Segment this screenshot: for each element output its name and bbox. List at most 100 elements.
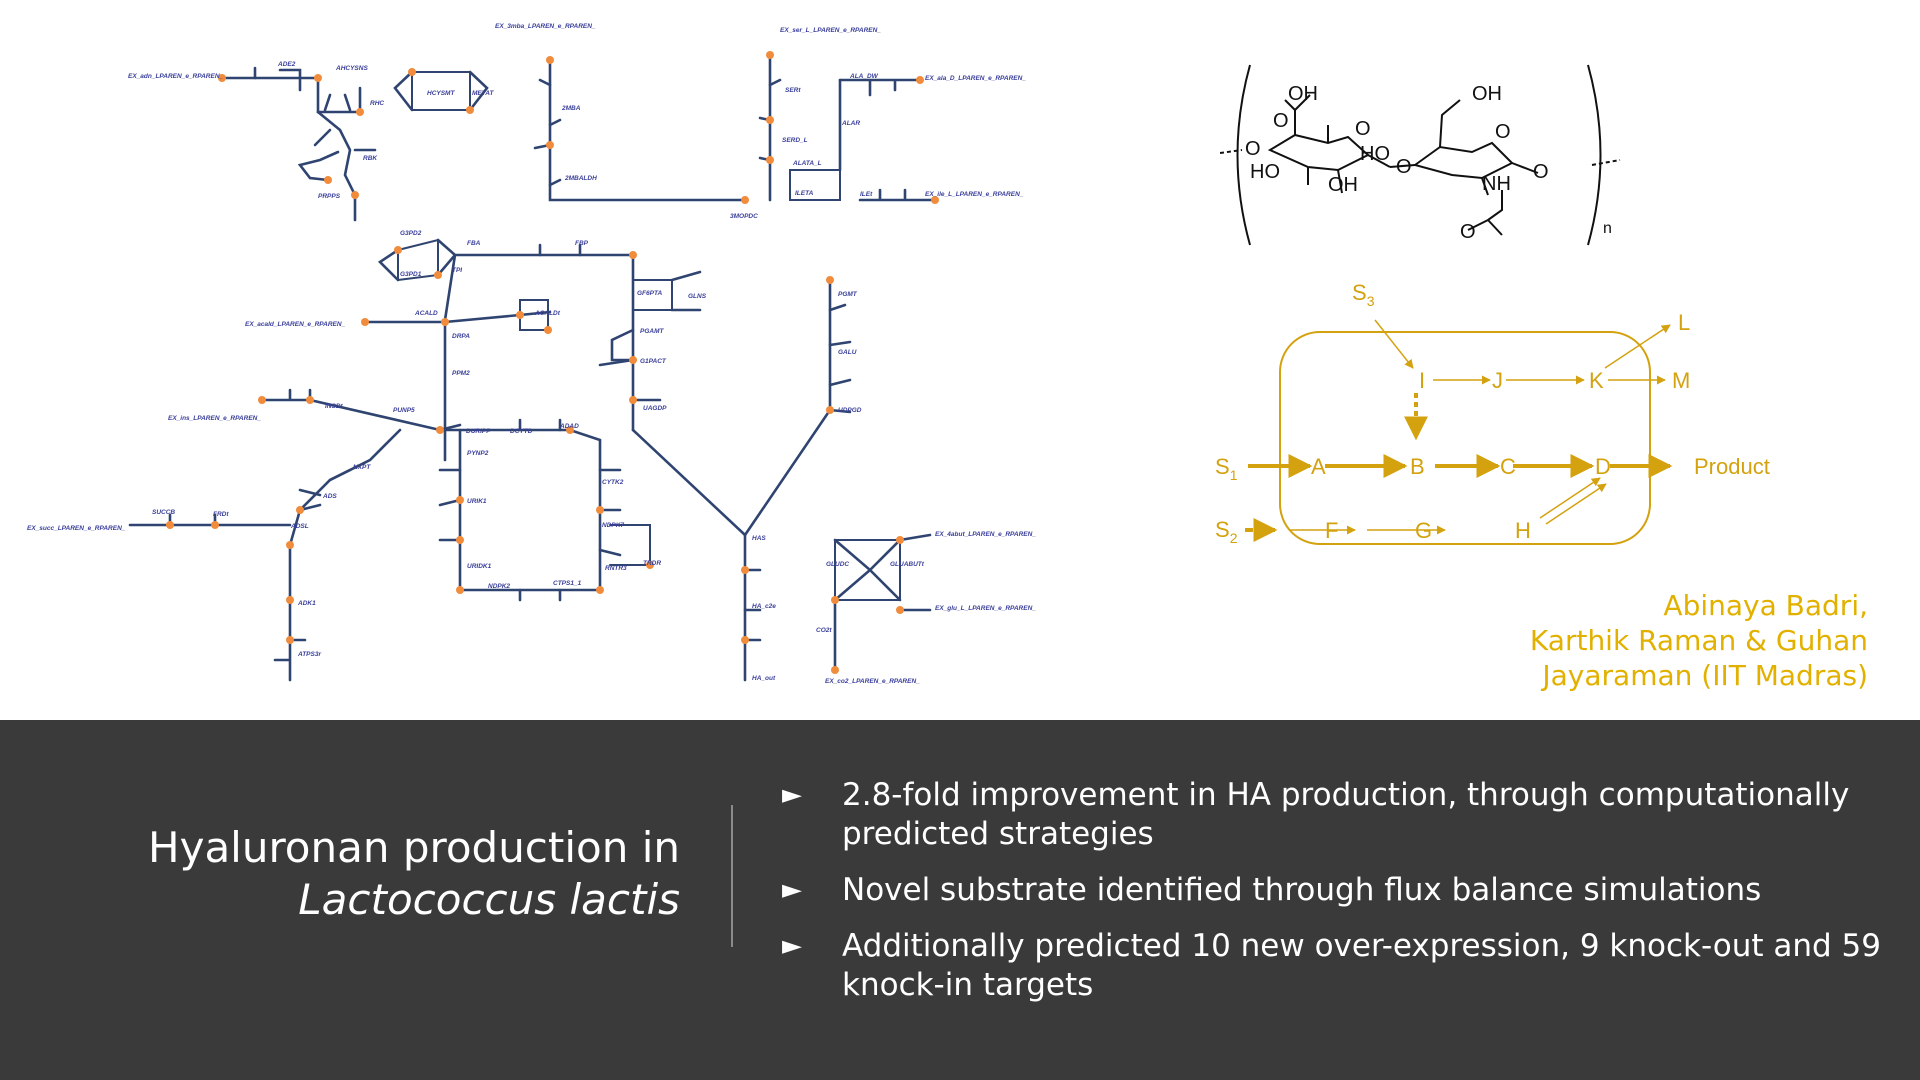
scheme-node-product: Product (1694, 454, 1770, 479)
label-cytk2: CYTK2 (602, 479, 624, 486)
label-ex-co2: EX_co2_LPAREN_e_RPAREN_ (825, 678, 920, 685)
authors-line-1: Abinaya Badri, (1663, 589, 1868, 622)
label-ppm2: PPM2 (452, 370, 470, 377)
label-alar: ALAR (841, 120, 860, 127)
label-ads: ADS (322, 493, 337, 500)
scheme-node-s1: S1 (1215, 454, 1238, 483)
authors-line-3: Jayaraman (IIT Madras) (1542, 659, 1868, 692)
scheme-node-b: B (1410, 454, 1425, 479)
atom-ho-2: HO (1360, 143, 1390, 165)
authors: Abinaya Badri, Karthik Raman & Guhan Jay… (1530, 588, 1868, 693)
label-atps3r: ATPS3r (297, 651, 321, 658)
figure-area: EX_adn_LPAREN_e_RPAREN_ ADE2 AHCYSNS RHC… (27, 23, 1868, 693)
label-succb: SUCCB (152, 509, 175, 516)
atom-o-3: O (1355, 118, 1371, 140)
scheme-node-d: D (1595, 454, 1611, 479)
scheme-node-s2: S2 (1215, 517, 1238, 546)
label-galu: GALU (838, 349, 857, 356)
label-urik1: URIK1 (467, 498, 487, 505)
label-pgmt: PGMT (838, 291, 858, 298)
label-gf6pta: GF6PTA (637, 290, 662, 297)
label-prpps: PRPPS (318, 193, 341, 200)
atom-nh: NH (1482, 173, 1511, 195)
label-ade2: ADE2 (277, 61, 296, 68)
slide-title: Hyaluronan production in Lactococcus lac… (80, 822, 680, 926)
label-acaldt: ACALDt (534, 310, 561, 317)
label-dcytd: DCYTD (510, 428, 533, 435)
label-ex-ile: EX_ile_L_LPAREN_e_RPAREN_ (925, 191, 1024, 198)
slide-title-line-1: Hyaluronan production in (148, 823, 680, 872)
label-punp5: PUNP5 (393, 407, 415, 414)
label-pynp2: PYNP2 (467, 450, 489, 457)
label-drpa: DRPA (452, 333, 470, 340)
label-trdr: TRDR (643, 560, 661, 567)
label-ctps1: CTPS1_1 (553, 580, 582, 587)
bullet-list: ► 2.8-fold improvement in HA production,… (782, 776, 1892, 1022)
caption-panel: Hyaluronan production in Lactococcus lac… (0, 720, 1920, 1080)
bullet-item: ► Additionally predicted 10 new over-exp… (782, 927, 1892, 1005)
label-ha-c2e: HA_c2e (752, 603, 776, 610)
label-acald: ACALD (414, 310, 438, 317)
metabolic-network-diagram: EX_adn_LPAREN_e_RPAREN_ ADE2 AHCYSNS RHC… (27, 23, 1036, 685)
label-adsl: ADSL (290, 523, 309, 530)
label-ileta: ILETA (795, 190, 814, 197)
label-ex-acald: EX_acald_LPAREN_e_RPAREN_ (245, 321, 346, 328)
label-rbk: RBK (363, 155, 378, 162)
atom-o-1: O (1273, 110, 1289, 132)
label-ha-out: HA_out (752, 675, 776, 682)
label-ex-succ: EX_succ_LPAREN_e_RPAREN_ (27, 525, 126, 532)
hyaluronan-structure: OH O O O HO OH HO O O OH O NH O n (1220, 64, 1621, 246)
bullet-text: 2.8-fold improvement in HA production, t… (842, 777, 1850, 852)
label-uridk1: URIDK1 (467, 563, 492, 570)
label-fbp: FBP (575, 240, 589, 247)
label-gluabutt: GLUABUTt (890, 561, 925, 568)
label-insdt: INSDt (325, 403, 344, 410)
label-hcysmt: HCYSMT (427, 90, 455, 97)
bullet-text: Novel substrate identified through flux … (842, 872, 1762, 908)
scheme-node-l: L (1678, 310, 1690, 335)
atom-o-4: O (1396, 156, 1412, 178)
divider (731, 805, 733, 947)
label-g1pact: G1PACT (640, 358, 667, 365)
label-ndpk2: NDPK2 (488, 583, 510, 590)
label-pgamt: PGAMT (640, 328, 665, 335)
bullet-item: ► 2.8-fold improvement in HA production,… (782, 776, 1892, 854)
label-gludc: GLUDC (826, 561, 849, 568)
label-ex-glu: EX_glu_L_LPAREN_e_RPAREN_ (935, 605, 1036, 612)
label-g3pd2: G3PD2 (400, 230, 422, 237)
scheme-node-g: G (1415, 518, 1432, 543)
label-adk1: ADK1 (297, 600, 316, 607)
label-adad: ADAD (559, 423, 579, 430)
label-has: HAS (752, 535, 766, 542)
label-rhc: RHC (370, 100, 384, 107)
label-tpi: TPI (452, 267, 462, 274)
bullet-item: ► Novel substrate identified through flu… (782, 871, 1892, 910)
scheme-node-s3: S3 (1352, 280, 1375, 309)
label-ex-adn: EX_adn_LPAREN_e_RPAREN_ (128, 73, 224, 80)
label-nxpt: NXPT (353, 464, 371, 471)
label-duripp: DURIPP (466, 428, 491, 435)
scheme-node-m: M (1672, 368, 1690, 393)
label-ex-4abut: EX_4abut_LPAREN_e_RPAREN_ (935, 531, 1036, 538)
atom-o-6: O (1533, 161, 1549, 183)
scheme-node-h: H (1515, 518, 1531, 543)
repeat-subscript: n (1603, 220, 1612, 237)
label-fba: FBA (467, 240, 481, 247)
scheme-node-j: J (1492, 368, 1503, 393)
label-alata: ALATA_L (792, 160, 822, 167)
atom-ho-1: HO (1250, 161, 1280, 183)
label-rntr3: RNTR3 (605, 565, 627, 572)
scheme-node-a: A (1311, 454, 1326, 479)
label-ex-ala: EX_ala_D_LPAREN_e_RPAREN_ (925, 75, 1026, 82)
label-metat: METAT (472, 90, 494, 97)
scheme-node-i: I (1419, 368, 1425, 393)
scheme-node-c: C (1500, 454, 1516, 479)
label-glns: GLNS (688, 293, 707, 300)
label-ndpk7: NDPK7 (602, 522, 624, 529)
pathway-scheme: S3 I J K L M S1 A B C D Product S2 F G H (1215, 280, 1770, 546)
bullet-arrow-icon: ► (782, 780, 802, 810)
label-co2t: CO2t (816, 627, 832, 634)
label-3mopdc: 3MOPDC (730, 213, 758, 220)
label-ala-dw: ALA_DW (849, 73, 879, 80)
label-ilet: ILEt (860, 191, 873, 198)
